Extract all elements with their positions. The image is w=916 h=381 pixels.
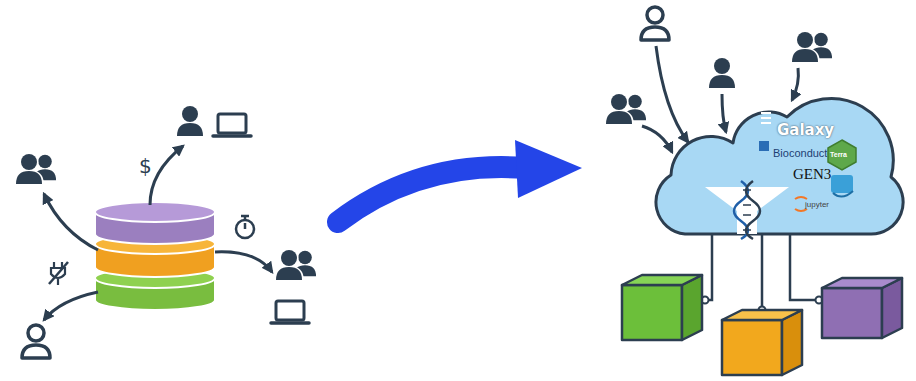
database-stack bbox=[95, 202, 215, 310]
storage-cube bbox=[822, 278, 902, 338]
cloud-platform: GalaxyBioconductorGEN3jupyterTerra bbox=[655, 95, 900, 237]
storage-cube bbox=[622, 275, 702, 340]
logo-text: Terra bbox=[830, 151, 847, 158]
no-access-icon bbox=[49, 262, 68, 285]
logo-badge: Terra bbox=[827, 139, 857, 171]
storage-cube bbox=[722, 310, 802, 375]
user-group bbox=[14, 153, 56, 186]
cloud-outline bbox=[655, 95, 900, 237]
logo-text: Galaxy bbox=[777, 123, 834, 138]
user-icon bbox=[709, 58, 735, 88]
user-icon bbox=[641, 7, 669, 40]
stopwatch-icon bbox=[236, 216, 254, 238]
access-arrows bbox=[44, 146, 272, 320]
logo-text: jupyter bbox=[805, 201, 829, 209]
laptop-icon bbox=[213, 114, 251, 136]
laptop-icon bbox=[271, 301, 309, 323]
user-icon bbox=[177, 106, 203, 136]
user-group bbox=[274, 249, 316, 282]
user-group bbox=[790, 31, 832, 64]
cost-symbol: $ bbox=[139, 156, 152, 176]
transition-arrow bbox=[338, 140, 582, 222]
user-group bbox=[604, 93, 646, 126]
storage-wires bbox=[704, 232, 818, 308]
logo-text: GEN3 bbox=[793, 167, 831, 182]
user-icon bbox=[22, 325, 50, 358]
